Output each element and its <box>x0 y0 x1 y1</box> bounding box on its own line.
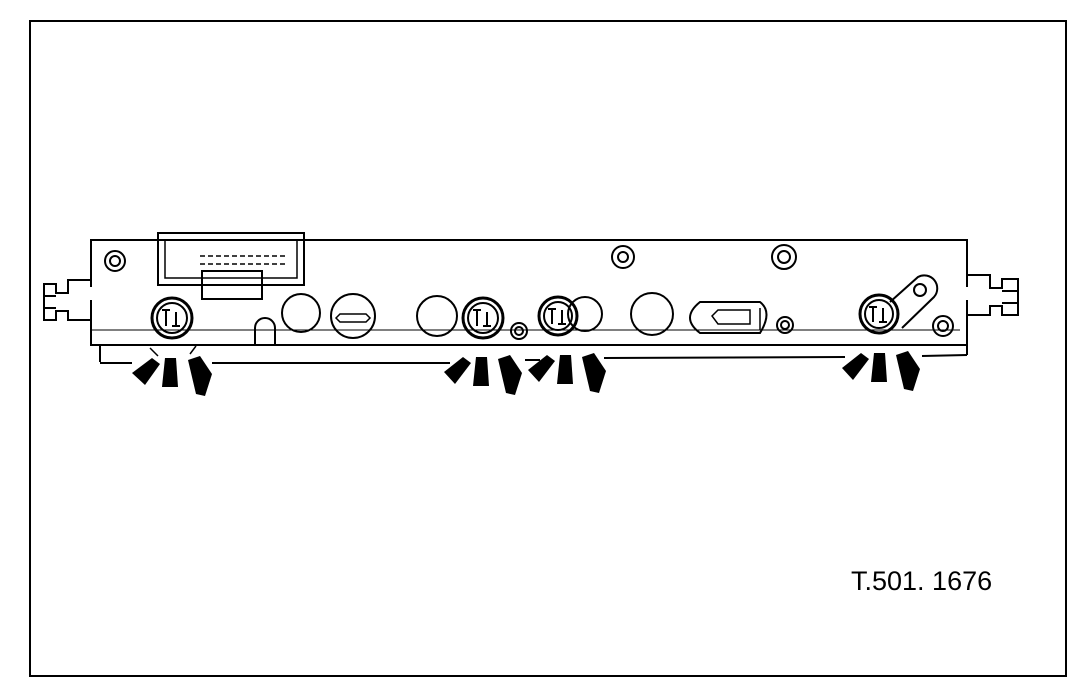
fastener-screw-3 <box>537 295 579 337</box>
fastener-screw-4 <box>858 293 900 335</box>
fastener-screw-1 <box>150 296 194 340</box>
arrow-group-3 <box>528 353 606 393</box>
fastener-screws <box>150 293 900 340</box>
fastener-screw-2 <box>461 296 505 340</box>
left-end-clip <box>43 279 91 321</box>
arrow-group-4 <box>842 351 920 391</box>
mounting-holes <box>104 244 954 340</box>
figure-reference-code: T.501. 1676 <box>851 566 993 596</box>
figure-frame <box>29 20 1067 677</box>
board-outline <box>90 239 968 364</box>
arrow-group-2 <box>444 355 522 395</box>
connector-block <box>157 232 305 300</box>
arrow-group-1 <box>132 345 212 396</box>
arrow-indicators <box>132 345 920 396</box>
board-components <box>254 274 939 345</box>
right-end-clip <box>967 274 1019 316</box>
